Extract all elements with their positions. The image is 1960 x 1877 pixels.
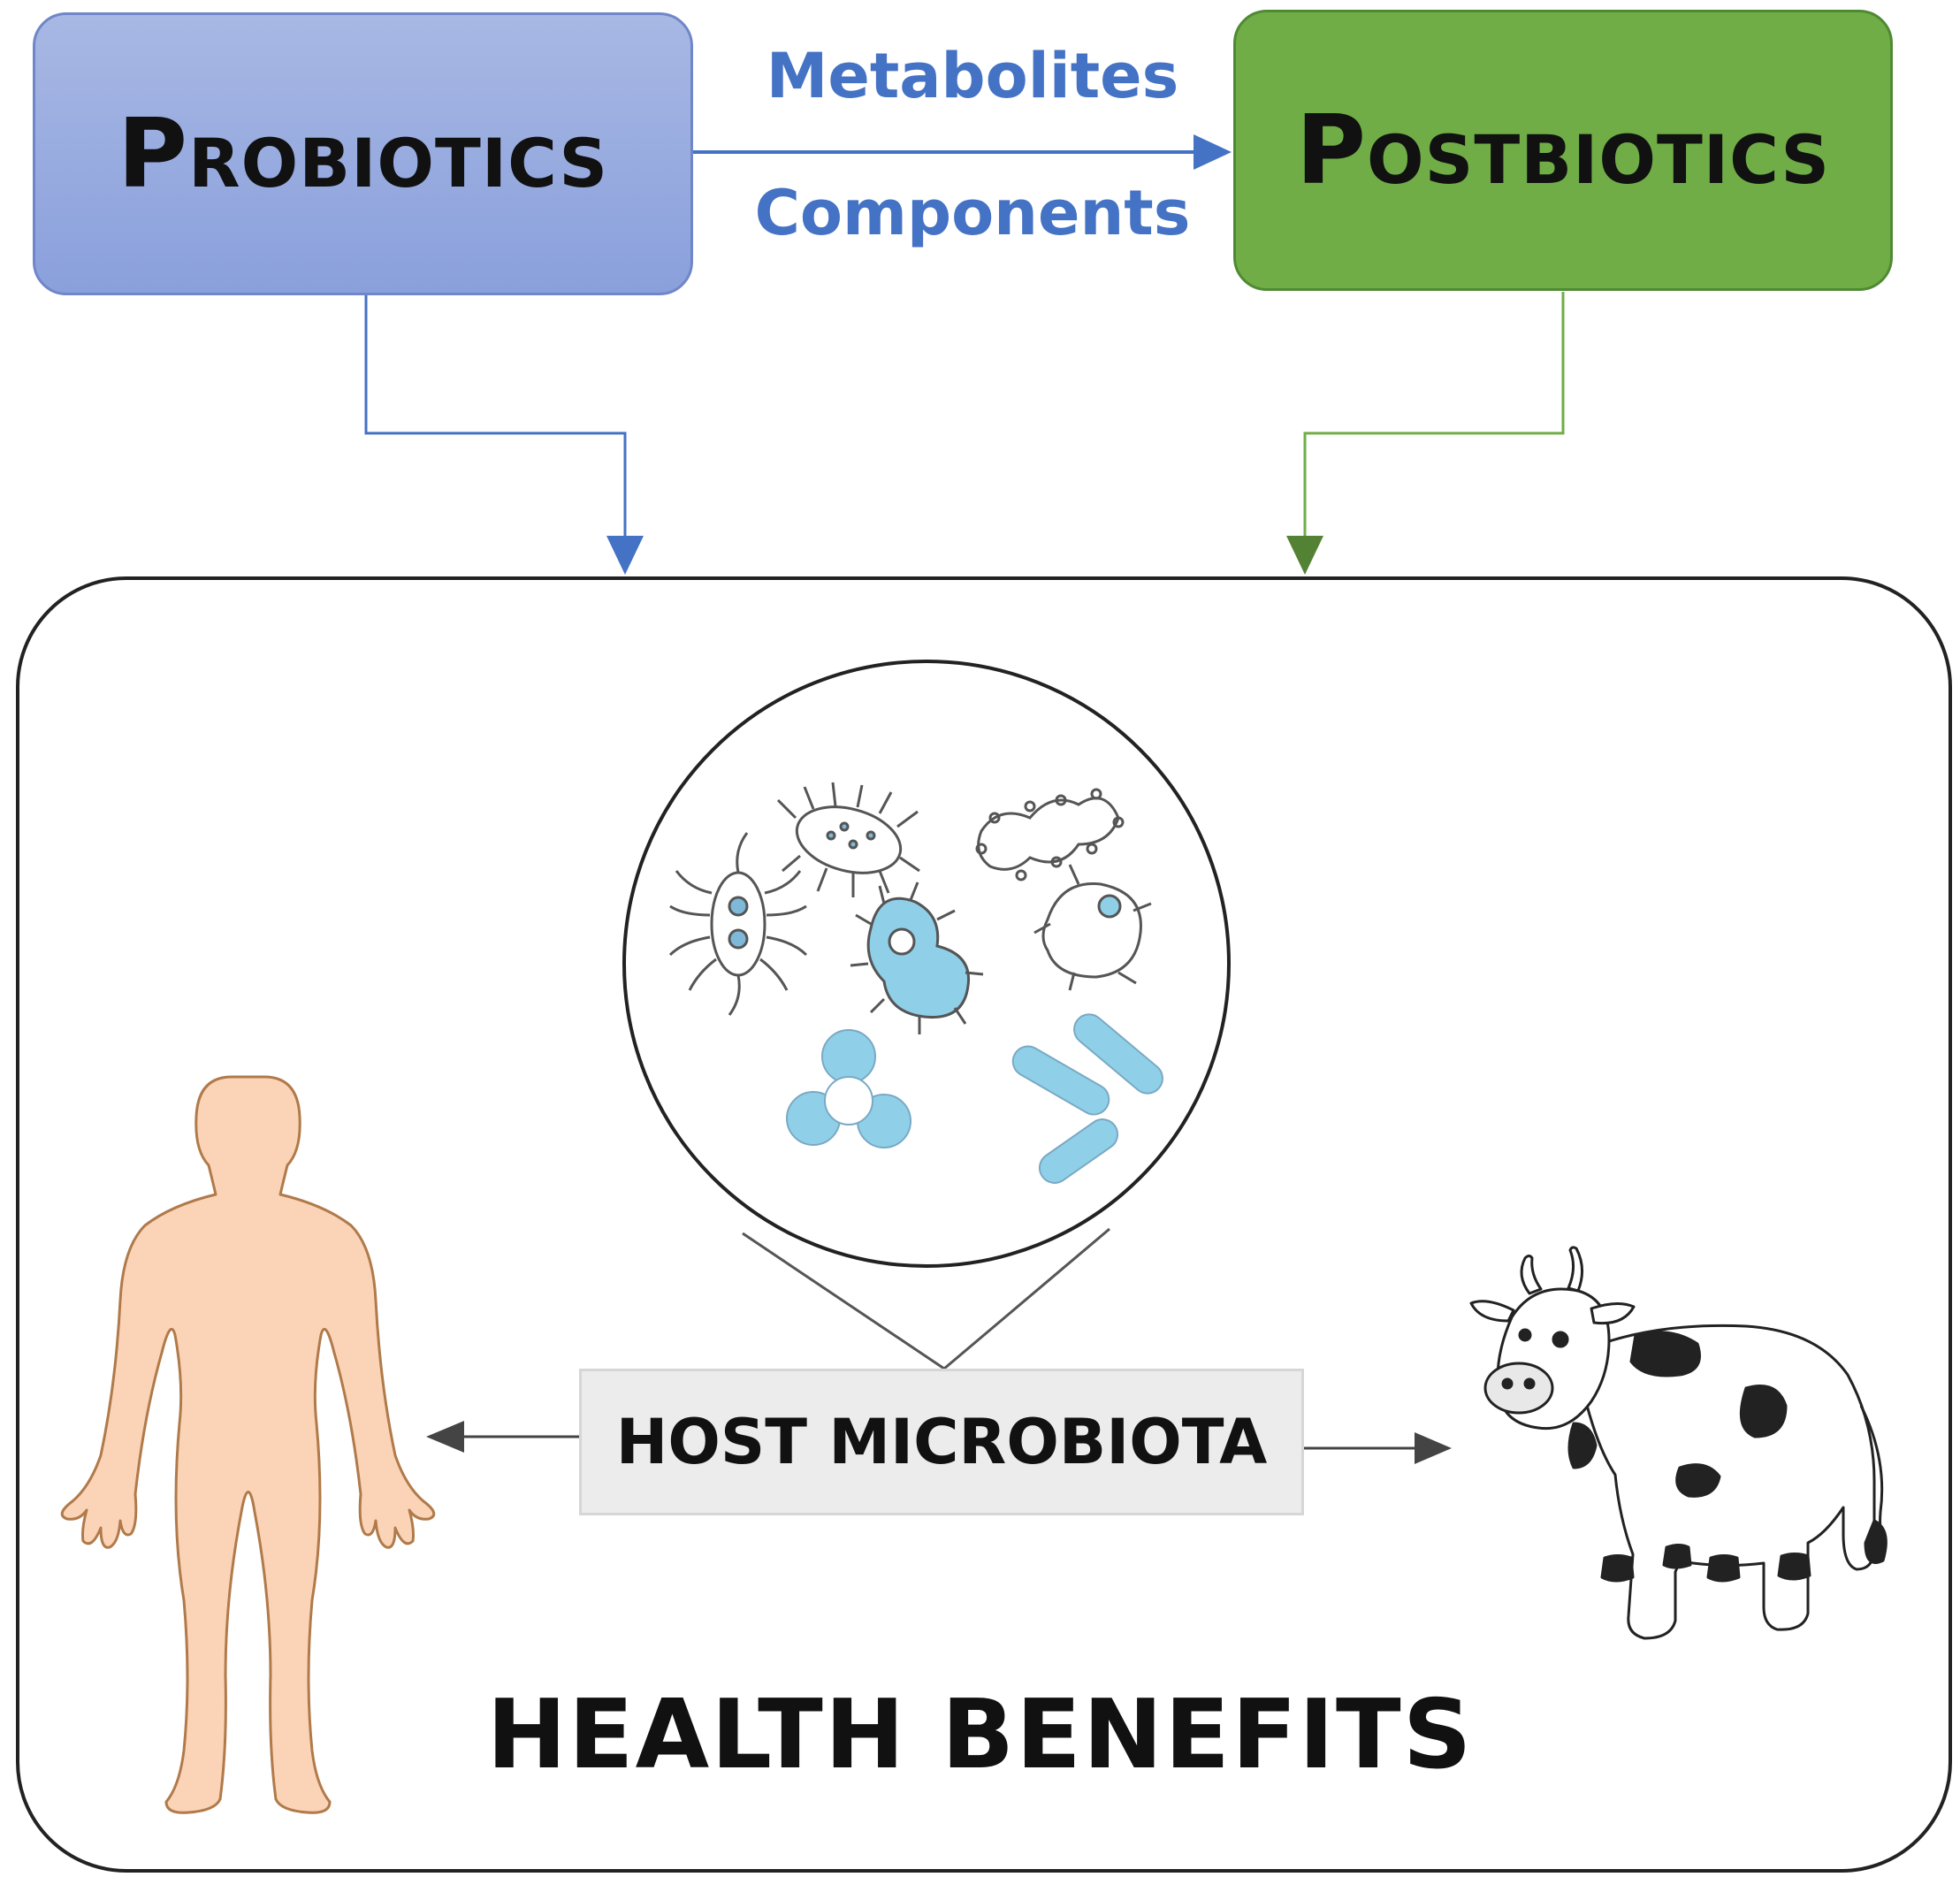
probiotics-node: Probiotics — [33, 12, 693, 295]
arrow-probiotics-to-health — [364, 295, 644, 575]
human-body-icon — [60, 1075, 436, 1814]
edge-label-metabolites: Metabolites — [766, 40, 1179, 112]
arrow-postbiotics-to-health — [1286, 292, 1565, 575]
probiotics-label: Probiotics — [117, 98, 609, 210]
postbiotics-node: Postbiotics — [1233, 10, 1893, 291]
cow-icon — [1469, 1246, 1888, 1640]
arrow-to-cow — [1304, 1432, 1452, 1464]
host-microbiota-node: HOST MICROBIOTA — [579, 1369, 1304, 1515]
postbiotics-label: Postbiotics — [1295, 95, 1831, 206]
edge-label-components: Components — [754, 177, 1191, 249]
arrow-probiotics-to-postbiotics — [693, 134, 1232, 170]
health-benefits-title: HEALTH BENEFITS — [486, 1680, 1474, 1790]
arrow-to-human — [426, 1421, 579, 1453]
microorganisms-icon — [622, 660, 1231, 1370]
host-microbiota-label: HOST MICROBIOTA — [615, 1406, 1268, 1478]
